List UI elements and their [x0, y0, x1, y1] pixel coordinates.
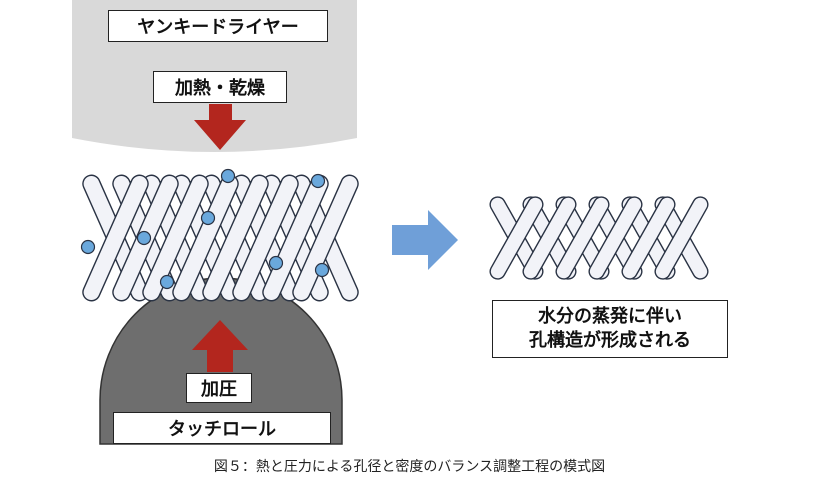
water-droplet — [80, 239, 96, 255]
pressure-label: 加圧 — [186, 373, 252, 403]
dryer-label: ヤンキードライヤー — [108, 10, 328, 42]
water-droplet — [314, 262, 330, 278]
fiber — [489, 196, 544, 280]
water-droplet — [159, 274, 175, 290]
transition-arrow-icon — [392, 210, 458, 270]
fiber — [654, 196, 709, 280]
fiber — [232, 174, 299, 302]
water-droplet — [220, 168, 236, 184]
fiber — [142, 174, 209, 302]
figure-caption: 図５：熱と圧力による孔径と密度のバランス調整工程の模式図 — [213, 459, 606, 475]
dry-fiber-mesh — [489, 196, 709, 280]
fiber — [555, 196, 610, 280]
wet-fiber-mesh — [82, 174, 359, 302]
fiber — [202, 174, 269, 302]
pressure-arrow-icon — [192, 320, 248, 372]
fiber — [588, 196, 643, 280]
water-droplet — [268, 255, 284, 271]
result-label-line1: 水分の蒸発に伴い — [538, 305, 682, 327]
roll-label: タッチロール — [113, 412, 331, 444]
fiber — [522, 196, 577, 280]
result-label: 水分の蒸発に伴い 孔構造が形成される — [492, 300, 728, 358]
water-droplet — [136, 230, 152, 246]
water-droplet — [200, 210, 216, 226]
fiber — [621, 196, 676, 280]
water-droplet — [310, 173, 326, 189]
water-droplets — [80, 168, 330, 290]
heat-label: 加熱・乾燥 — [153, 71, 287, 103]
heat-arrow-icon — [194, 104, 246, 150]
fiber — [82, 174, 149, 302]
fiber — [292, 174, 359, 302]
result-label-line2: 孔構造が形成される — [529, 330, 691, 351]
